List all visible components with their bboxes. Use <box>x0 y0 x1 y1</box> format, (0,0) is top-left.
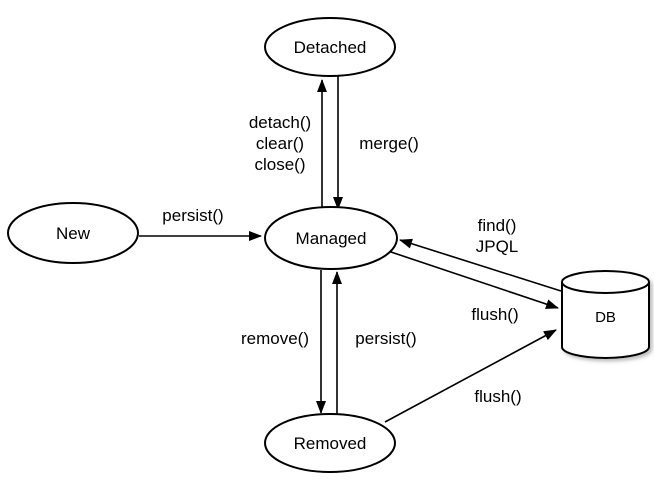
db-cylinder-body <box>561 282 650 359</box>
node-removed-label: Removed <box>294 434 367 453</box>
edge-label-persist-new: persist() <box>162 206 223 225</box>
edges <box>139 76 562 423</box>
edge-db-to-managed <box>399 238 562 292</box>
edge-label-flush-managed: flush() <box>471 305 518 324</box>
node-managed-label: Managed <box>296 229 367 248</box>
node-new: New <box>7 202 139 264</box>
edge-label-close: close() <box>254 155 305 174</box>
node-db-label: DB <box>595 309 616 326</box>
node-managed-shape <box>264 206 398 270</box>
edge-label-flush-removed: flush() <box>474 387 521 406</box>
edge-label-clear: clear() <box>256 134 304 153</box>
edge-label-detach: detach() <box>249 113 311 132</box>
node-detached-label: Detached <box>294 38 367 57</box>
edge-label-persist-removed: persist() <box>355 329 416 348</box>
node-detached-shape <box>264 17 396 77</box>
db-cylinder-top <box>561 270 650 294</box>
node-db: DB <box>561 270 650 359</box>
node-removed: Removed <box>264 413 396 473</box>
edge-labels: detach() clear() close() merge() persist… <box>162 113 521 406</box>
node-detached: Detached <box>264 17 396 77</box>
edge-label-jpql: JPQL <box>476 237 519 256</box>
edge-label-remove: remove() <box>241 329 309 348</box>
edge-removed-to-db <box>384 329 557 423</box>
edge-label-merge: merge() <box>359 134 419 153</box>
node-new-shape <box>7 202 139 264</box>
node-removed-shape <box>264 413 396 473</box>
node-new-label: New <box>56 224 91 243</box>
edge-label-find: find() <box>478 216 517 235</box>
node-managed: Managed <box>264 206 398 270</box>
edge-managed-to-db <box>387 250 559 309</box>
